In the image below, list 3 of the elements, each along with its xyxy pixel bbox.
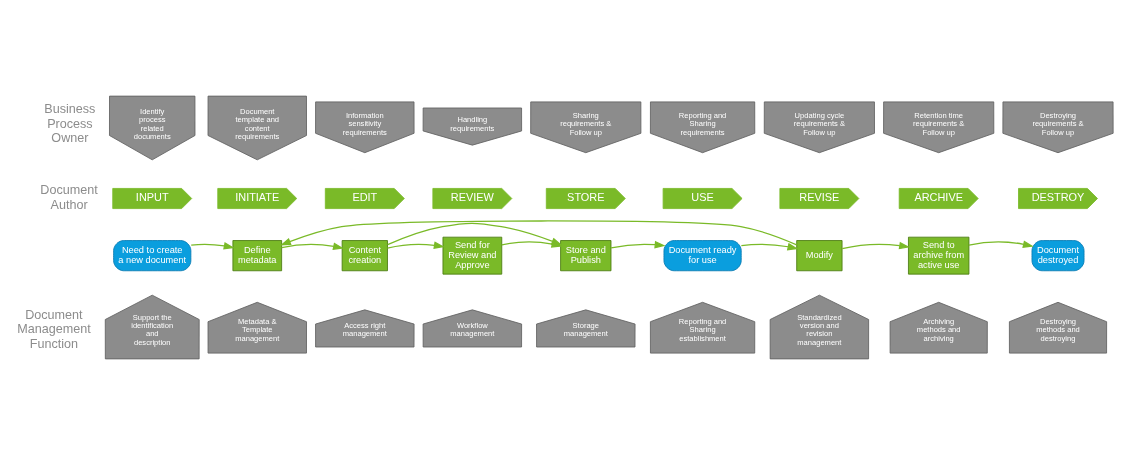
label: Business Process Owner xyxy=(44,101,96,145)
label: Document Author xyxy=(40,182,98,212)
label: Document Management Function xyxy=(17,307,91,351)
